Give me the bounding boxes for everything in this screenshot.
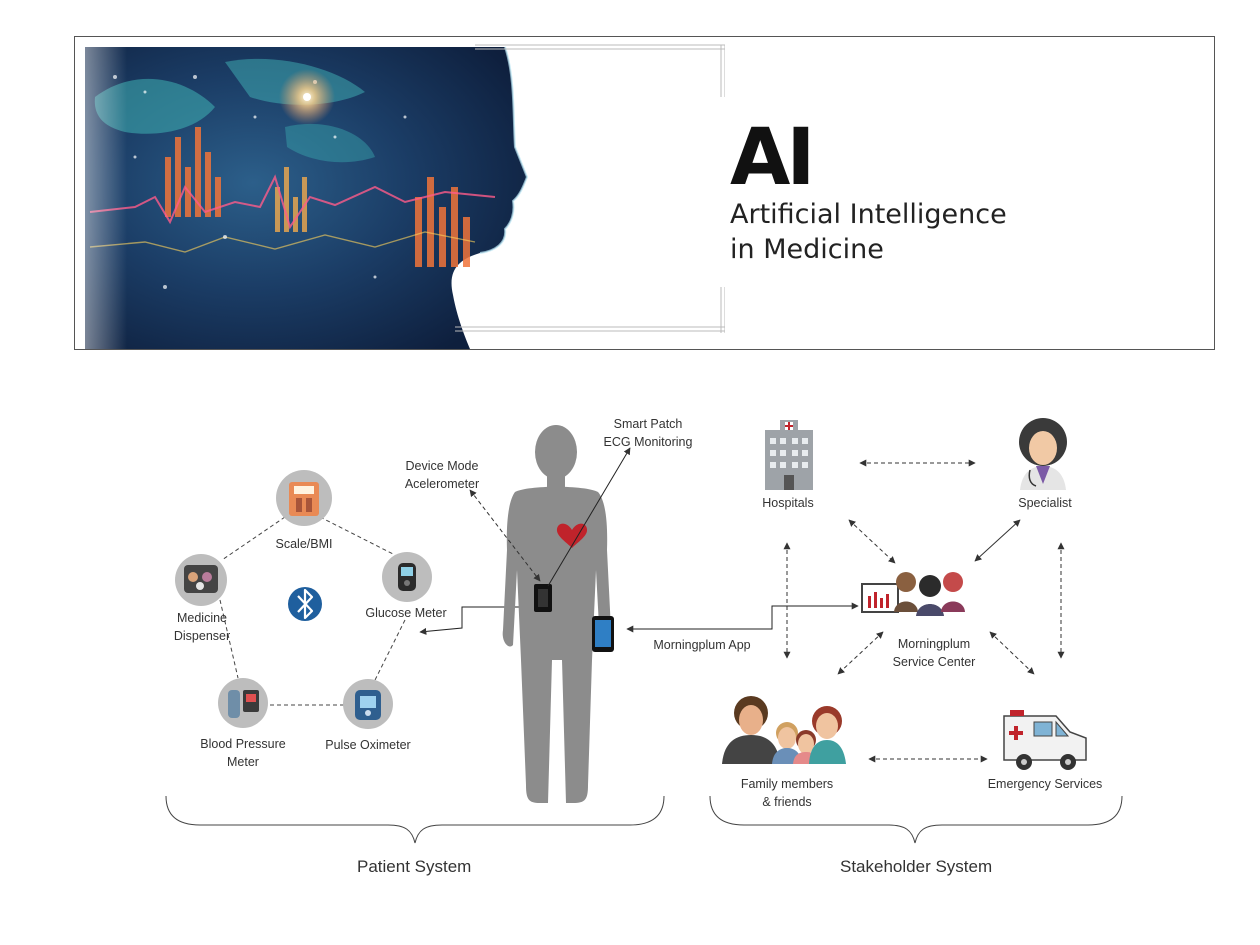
patient-body-icon [502,425,612,803]
glucose-meter-icon [382,552,432,602]
specialist-icon [1019,418,1067,490]
family-icon [722,696,846,764]
glucose-meter-label: Glucose Meter [365,606,447,620]
smart-patch-label: Smart Patch ECG Monitoring [596,415,700,451]
specialist-label: Specialist [1018,496,1072,510]
medicine-dispenser-label-line2: Dispenser [173,629,231,643]
emergency-services-label: Emergency Services [987,777,1103,791]
family-label: Family members & friends [727,775,847,811]
diagram-graphics [165,418,1123,844]
family-label-line2: & friends [762,795,812,809]
family-label-line1: Family members [740,777,834,791]
service-center-label: Morningplum Service Center [882,635,986,671]
medicine-dispenser-icon [175,554,227,606]
banner-subtitle-line2: in Medicine [730,234,884,265]
patient-system-label: Patient System [357,857,472,876]
hospital-icon [765,420,813,490]
bluetooth-icon [288,587,322,621]
medicine-dispenser-label: Medicine Dispenser [162,609,242,645]
service-center-icon [861,572,965,616]
heart-icon [556,523,588,548]
system-diagram: Scale/BMI Glucose Meter Medicine Dispens… [0,360,1260,945]
stakeholder-system-label: Stakeholder System [840,857,993,876]
app-label: Morningplum App [653,638,751,652]
ambulance-icon [1003,710,1087,770]
tablet-icon [592,616,614,652]
stakeholder-links [783,459,1065,763]
hospitals-label: Hospitals [762,496,814,510]
banner-text-block: AI Artificial Intelligence in Medicine [730,119,1007,267]
pulse-oximeter-label: Pulse Oximeter [325,738,411,752]
scale-icon [276,470,332,526]
smart-patch-label-line1: Smart Patch [613,417,683,431]
blood-pressure-label-line2: Meter [227,755,259,769]
service-center-label-line1: Morningplum [897,637,971,651]
device-mode-label-line2: Acelerometer [404,477,480,491]
pulse-oximeter-icon [343,679,393,729]
banner-title: AI [730,113,815,203]
header-banner: AI Artificial Intelligence in Medicine [74,36,1215,350]
banner-subtitle: Artificial Intelligence in Medicine [730,197,1007,267]
smart-patch-label-line2: ECG Monitoring [603,435,693,449]
blood-pressure-label-line1: Blood Pressure [200,737,286,751]
stakeholder-system-brace [709,795,1123,844]
medicine-dispenser-label-line1: Medicine [176,611,228,625]
device-mode-label: Device Mode Acelerometer [392,457,492,493]
service-center-label-line2: Service Center [892,655,976,669]
device-mode-label-line1: Device Mode [405,459,479,473]
scale-label: Scale/BMI [275,537,333,551]
ai-head-illustration [75,37,725,349]
device-network-links [219,516,406,706]
blood-pressure-meter-icon [218,678,268,728]
blood-pressure-label: Blood Pressure Meter [193,735,293,771]
banner-subtitle-line1: Artificial Intelligence [730,199,1007,230]
patient-system-brace [165,795,665,844]
